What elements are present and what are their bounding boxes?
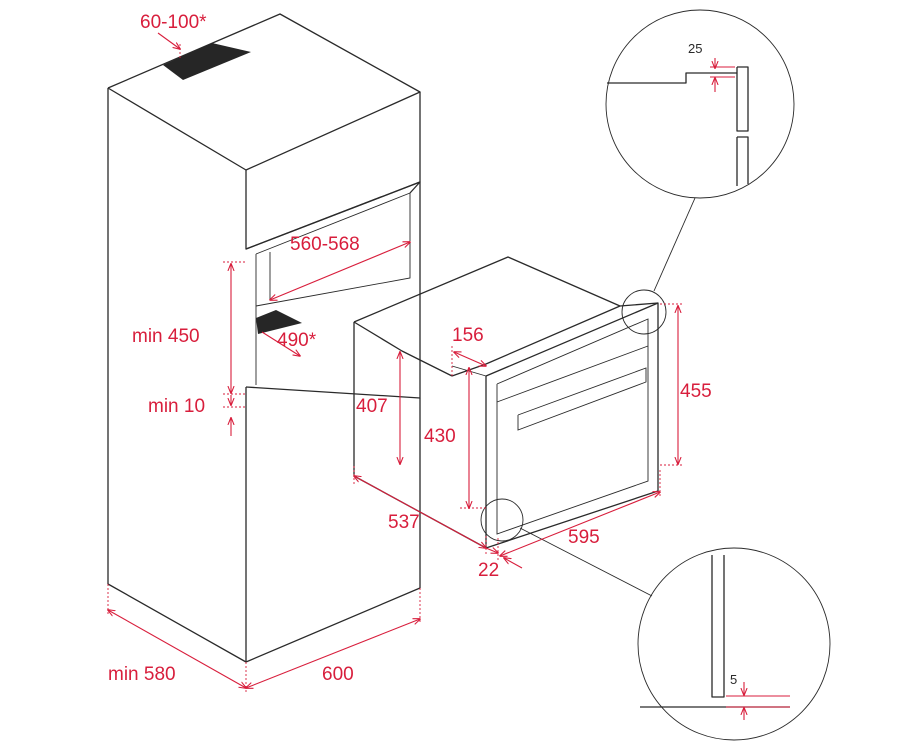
detail-bottom (480, 498, 831, 741)
bottom-vent-opening (256, 310, 302, 334)
overall-height-label: 455 (680, 381, 712, 402)
cabinet-width-label: 600 (322, 664, 354, 685)
cabinet-depth-label: min 580 (108, 664, 176, 685)
front-offset-label: 156 (452, 325, 484, 346)
front-thickness-label: 22 (478, 560, 499, 581)
min-height-label: min 450 (132, 326, 200, 347)
niche-width-label: 560-568 (290, 234, 360, 255)
detail-top (605, 9, 795, 335)
bottom-vent-label: 490* (277, 330, 317, 351)
oven-width-label: 595 (568, 527, 600, 548)
top-vent-opening (163, 43, 251, 80)
front-height-label: 430 (424, 426, 456, 447)
dimension-lines (108, 32, 684, 692)
min-gap-label: min 10 (148, 396, 205, 417)
oven-depth-label: 537 (388, 512, 420, 533)
detail-top-label: 25 (688, 41, 702, 56)
detail-bottom-label: 5 (730, 672, 737, 687)
body-height-label: 407 (356, 396, 388, 417)
top-vent-label: 60-100* (140, 12, 207, 33)
